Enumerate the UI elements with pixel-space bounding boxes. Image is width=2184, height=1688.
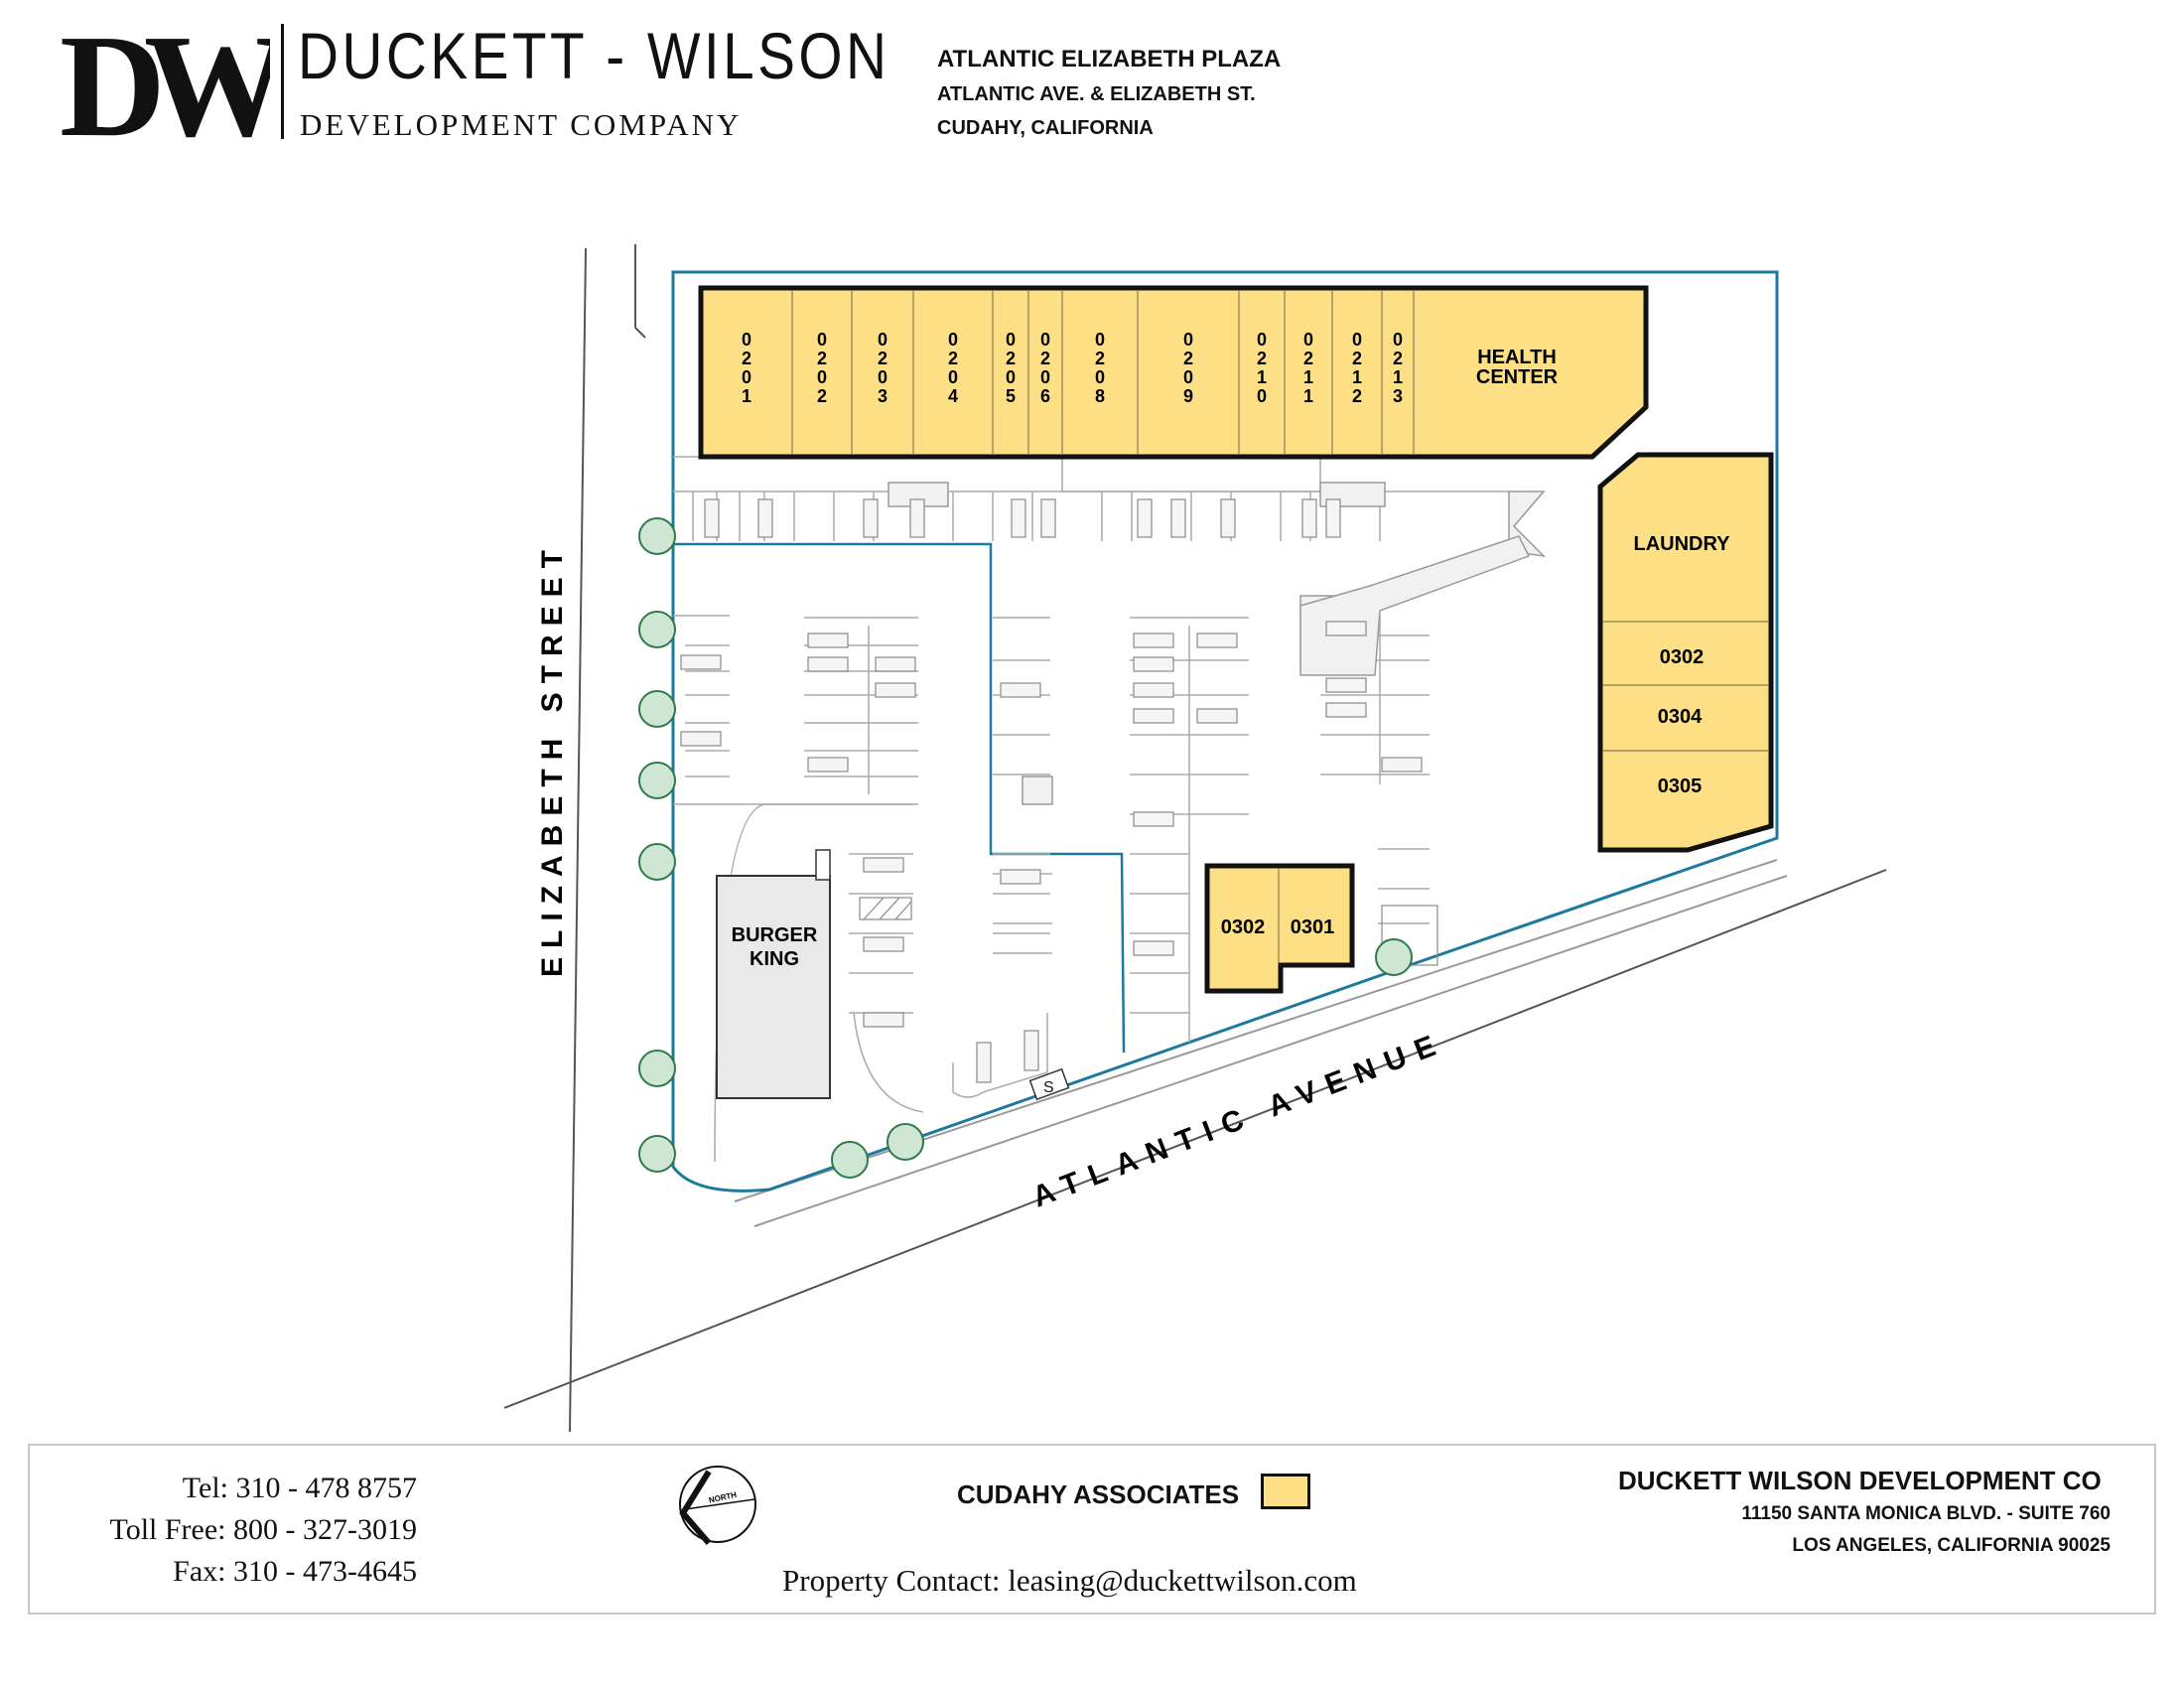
- toll-free: Toll Free: 800 - 327-3019: [109, 1513, 417, 1546]
- parked-cars: [680, 498, 1423, 1083]
- company-city: LOS ANGELES, CALIFORNIA 90025: [1792, 1535, 2111, 1556]
- fax: Fax: 310 - 473-4645: [173, 1555, 417, 1588]
- company-name: DUCKETT WILSON DEVELOPMENT CO: [1618, 1466, 2102, 1495]
- north-arrow-icon: NORTH: [679, 1466, 756, 1545]
- property-contact[interactable]: Property Contact: leasing@duckettwilson.…: [782, 1563, 1357, 1598]
- legend-label: CUDAHY ASSOCIATES: [957, 1479, 1240, 1509]
- top-retail-strip: [698, 285, 1649, 460]
- brand-subtitle: DEVELOPMENT COMPANY: [300, 107, 743, 142]
- plaza-address: ATLANTIC AVE. & ELIZABETH ST.: [937, 83, 1256, 105]
- pad-unit-0301-label: 0301: [1291, 916, 1335, 938]
- pad-unit-0302-label: 0302: [1221, 916, 1266, 938]
- burger-king-label-2: KING: [750, 948, 799, 970]
- plaza-title: ATLANTIC ELIZABETH PLAZA: [937, 46, 1282, 72]
- company-logo-mark: DW: [60, 18, 270, 147]
- plaza-city: CUDAHY, CALIFORNIA: [937, 117, 1154, 139]
- contact-info: Tel: 310 - 478 8757 Toll Free: 800 - 327…: [40, 1472, 417, 1601]
- burger-king-building: BURGER KING: [716, 849, 831, 1099]
- atlantic-avenue-label: ATLANTIC AVENUE: [1028, 1026, 1450, 1213]
- pad-building: 0302 0301: [1204, 863, 1355, 994]
- logo-mark-text: DW: [60, 18, 270, 147]
- legend-swatch: [1261, 1474, 1310, 1509]
- right-unit-0304-label: 0304: [1658, 706, 1703, 728]
- right-retail-building: LAUNDRY 0302 0304 0305: [1597, 452, 1774, 853]
- monument-sign: S: [1028, 1067, 1070, 1101]
- laundry-label: LAUNDRY: [1633, 533, 1730, 555]
- logo-divider: [281, 24, 284, 139]
- right-unit-0305-label: 0305: [1658, 775, 1703, 797]
- trees: [638, 517, 1413, 1179]
- inner-parcel-line: [673, 542, 1126, 1054]
- parking-islands: [887, 482, 1547, 805]
- telephone: Tel: 310 - 478 8757: [182, 1472, 417, 1504]
- brand-name: DUCKETT - WILSON: [298, 19, 890, 92]
- health-center-label-2: CENTER: [1476, 366, 1559, 388]
- right-unit-0302-label: 0302: [1660, 646, 1705, 668]
- sign-letter: S: [1043, 1079, 1054, 1096]
- burger-king-label-1: BURGER: [732, 924, 818, 946]
- footer-panel: [28, 1444, 2156, 1615]
- street-lines: [503, 244, 1887, 1433]
- company-address: 11150 SANTA MONICA BLVD. - SUITE 760: [1741, 1503, 2111, 1524]
- elizabeth-street-label: ELIZABETH STREET: [536, 541, 569, 977]
- health-center-label-1: HEALTH: [1477, 347, 1557, 368]
